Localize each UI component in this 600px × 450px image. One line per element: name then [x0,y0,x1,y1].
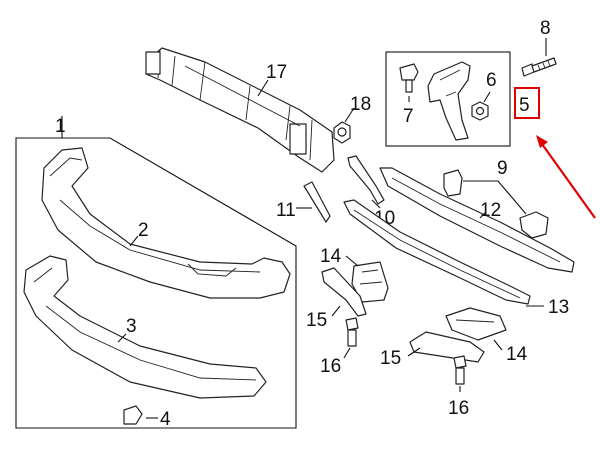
part-10-strip [347,155,385,205]
part-14-lower-bracket [445,307,507,341]
callout-15-left: 15 [306,310,327,331]
leader-15b [407,347,421,357]
part-7-clip [399,63,419,93]
callout-14-right: 14 [506,344,528,365]
callout-11: 11 [276,200,296,221]
leader-3 [117,333,127,343]
leader-14a [345,255,359,267]
callout-12: 12 [480,200,501,221]
leader-15a [331,305,341,317]
part-11-strip [303,181,331,223]
callout-18: 18 [350,94,371,115]
leader-16a [343,347,351,359]
leader-12 [479,211,487,219]
callout-9: 9 [497,158,508,179]
highlight-box-5 [514,87,540,119]
leader-6 [483,91,491,103]
part-16-upper-bolt [345,317,359,347]
leader-10 [371,199,381,209]
part-17-reinforcement-beam [145,47,335,173]
callout-4: 4 [160,409,171,430]
leader-9 [463,180,527,215]
callout-14-left: 14 [320,246,342,267]
callout-2: 2 [138,220,149,241]
callout-16-left: 16 [320,356,341,377]
part-2-bumper-cover [41,147,291,299]
group-frame-part-1 [15,137,297,429]
callout-1: 1 [55,116,66,137]
leader-18 [344,107,355,123]
part-15-upper-brace [321,267,367,317]
part-16-lower-bolt [453,355,467,385]
leader-14b [493,339,503,351]
leader-2 [129,235,139,247]
callout-3: 3 [126,316,137,337]
group-frame-part-5 [385,51,511,147]
callout-7: 7 [403,106,414,127]
callout-15-right: 15 [380,348,401,369]
part-18-nut [333,121,351,144]
callout-13: 13 [548,297,569,318]
part-6-nut [471,101,489,121]
part-13-lower-molding [343,199,531,305]
part-15-lower-brace [409,331,485,363]
part-14-upper-bracket [351,261,389,303]
part-5-bracket [427,61,471,141]
callout-5: 5 [519,95,530,116]
leader-17 [257,79,269,97]
part-8-bolt [521,57,557,77]
red-pointer-arrow [536,135,596,219]
callout-16-right: 16 [448,398,469,419]
callout-17: 17 [266,62,287,83]
callout-8: 8 [540,18,551,39]
part-12-molding [379,167,575,273]
callout-6: 6 [486,70,497,91]
part-4-cap [123,405,143,425]
part-3-lower-valance [23,255,267,399]
part-9-retainers [443,169,549,239]
